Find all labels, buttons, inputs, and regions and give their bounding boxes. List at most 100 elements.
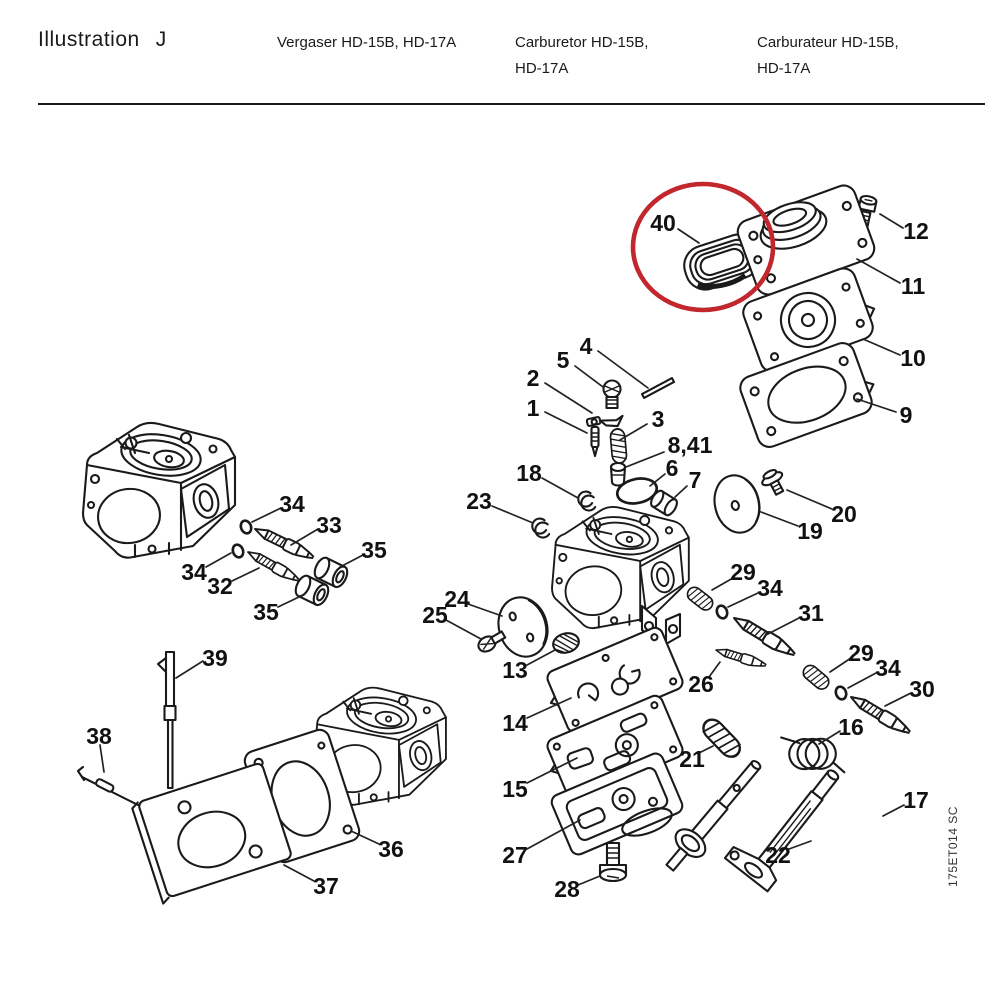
- part-26-screw: [713, 644, 768, 671]
- leader-line-38: [99, 744, 105, 773]
- leader-line-37: [283, 864, 315, 882]
- part-number-label-27: 27: [502, 842, 528, 868]
- leader-line-29: [829, 657, 852, 673]
- leader-line-14: [526, 697, 572, 719]
- header-divider-rule: [38, 103, 985, 105]
- leader-line-15: [526, 757, 578, 784]
- part-number-label-14: 14: [502, 710, 528, 736]
- leader-line-34: [847, 672, 877, 689]
- column-header-english: Carburetor HD-15B, HD-17A: [515, 30, 648, 82]
- part-number-label-30: 30: [909, 676, 935, 702]
- leader-line-34: [727, 592, 759, 608]
- part-8-41-nozzle: [609, 461, 627, 487]
- part-24-disc: [497, 596, 549, 658]
- part-16-torsion-spring: [780, 736, 846, 774]
- leader-line-11: [856, 258, 901, 284]
- part-number-label-26: 26: [688, 671, 714, 697]
- part-number-label-9: 9: [900, 402, 913, 428]
- illustration-word: Illustration: [38, 28, 140, 51]
- part-22-throttle-shaft: [665, 759, 762, 872]
- part-number-label-32: 32: [207, 573, 233, 599]
- figure-code-watermark: 175ET014 SC: [946, 806, 960, 887]
- leader-line-8-41: [625, 451, 665, 468]
- leader-line-28: [577, 875, 601, 886]
- part-number-label-34: 34: [757, 575, 783, 601]
- part-2-metering-lever: [585, 414, 624, 428]
- part-number-label-38: 38: [86, 723, 112, 749]
- part-34-oring-a: [237, 517, 255, 537]
- leader-line-34: [251, 507, 282, 523]
- illustration-letter: J: [155, 28, 167, 51]
- column-header-french: Carburateur HD-15B, HD-17A: [757, 30, 899, 82]
- column-header-german: Vergaser HD-15B, HD-17A: [277, 30, 456, 56]
- leader-line-7: [674, 485, 688, 498]
- part-number-label-6: 6: [666, 455, 679, 481]
- part-20-screw: [761, 469, 785, 496]
- part-31-idle-screw: [729, 611, 799, 661]
- part-number-label-3: 3: [652, 406, 665, 432]
- part-number-label-15: 15: [502, 776, 528, 802]
- part-number-label-23: 23: [466, 488, 492, 514]
- part-number-label-18: 18: [516, 460, 542, 486]
- part-number-label-19: 19: [797, 518, 823, 544]
- part-27-end-cover: [550, 752, 684, 856]
- leader-line-21: [698, 745, 714, 754]
- leader-line-33: [290, 528, 319, 546]
- leader-line-10: [862, 338, 901, 356]
- leader-line-40: [677, 228, 700, 244]
- column-french-line1: Carburateur HD-15B,: [757, 34, 899, 51]
- part-number-label-31: 31: [798, 600, 824, 626]
- part-34-oring-d: [832, 683, 850, 703]
- part-number-label-7: 7: [689, 467, 702, 493]
- part-number-label-40: 40: [650, 210, 676, 236]
- leader-line-12: [879, 213, 904, 229]
- leader-line-5: [574, 365, 604, 388]
- leader-line-31: [765, 617, 800, 636]
- page-header: Illustration J Vergaser HD-15B, HD-17A Ca…: [0, 0, 1000, 110]
- illustration-title: Illustration J: [38, 28, 167, 52]
- part-21-spring: [697, 714, 746, 763]
- part-7-plug: [650, 489, 678, 517]
- leader-line-27: [526, 819, 581, 850]
- part-37-flange-plate: [131, 762, 292, 905]
- leader-line-1: [544, 411, 588, 434]
- leader-line-22: [788, 840, 812, 850]
- part-5-screw: [602, 379, 622, 410]
- part-number-label-22: 22: [765, 842, 791, 868]
- part-number-label-25: 25: [422, 602, 448, 628]
- part-6-welch-plug: [615, 477, 659, 505]
- part-number-label-24: 24: [444, 586, 470, 612]
- leader-line-25: [445, 619, 482, 640]
- leader-line-26: [708, 661, 721, 678]
- leader-line-19: [760, 511, 799, 527]
- part-number-label-4: 4: [580, 333, 593, 359]
- part-9-pump-gasket: [739, 342, 875, 448]
- leader-line-9: [856, 398, 897, 413]
- leader-line-35: [277, 595, 302, 608]
- part-19-disc: [713, 474, 761, 534]
- leader-line-23: [491, 505, 534, 524]
- part-number-label-16: 16: [838, 714, 864, 740]
- part-1-inlet-needle: [590, 425, 600, 458]
- leader-line-2: [544, 382, 593, 414]
- part-number-label-33: 33: [316, 512, 342, 538]
- leader-line-36: [350, 830, 380, 845]
- leader-line-18: [541, 477, 579, 499]
- leader-line-17: [882, 804, 905, 817]
- part-number-label-34: 34: [181, 559, 207, 585]
- highlight-circle: [630, 181, 776, 313]
- part-number-label-2: 2: [527, 365, 540, 391]
- part-number-label-5: 5: [557, 347, 570, 373]
- part-number-label-39: 39: [202, 645, 228, 671]
- part-39-choke-rod: [156, 650, 177, 790]
- part-13-screen: [552, 632, 580, 654]
- part-number-label-28: 28: [554, 876, 580, 902]
- part-17-choke-shaft: [723, 769, 840, 893]
- leader-line-3: [619, 423, 648, 441]
- part-40-intake-sleeve: [683, 233, 761, 291]
- part-number-label-8-41: 8,41: [668, 432, 713, 458]
- part-number-label-13: 13: [502, 657, 528, 683]
